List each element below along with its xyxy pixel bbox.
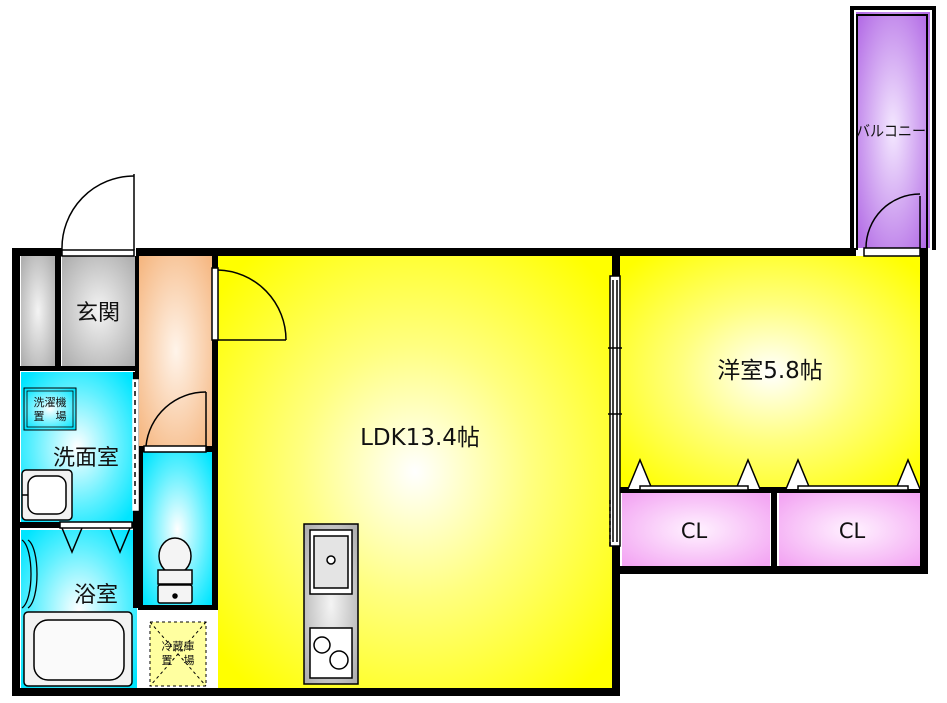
shoe-storage <box>21 256 55 366</box>
closet-2-label: CL <box>839 519 866 543</box>
bathroom-door <box>59 521 133 554</box>
closet-2-area <box>779 493 925 567</box>
entrance-area <box>62 256 136 366</box>
closet-doors <box>627 458 921 491</box>
fridge-space-label-2: 置 場 <box>162 654 195 667</box>
ldk-label: LDK13.4帖 <box>360 425 480 451</box>
walls <box>12 6 936 696</box>
sliding-door <box>608 275 622 547</box>
western-room-label: 洋室5.8帖 <box>717 358 823 384</box>
bathtub <box>23 611 133 687</box>
washroom-label: 洗面室 <box>53 446 119 471</box>
washroom-door <box>132 379 139 511</box>
hallway <box>138 256 214 446</box>
washer-space-label-1: 洗濯機 <box>34 395 67 409</box>
ldk-room <box>218 256 612 688</box>
balcony-area <box>856 12 930 248</box>
entrance-label: 玄関 <box>76 301 120 326</box>
fridge-space-label-1: 冷蔵庫 <box>162 639 195 653</box>
closet-1-label: CL <box>681 519 708 543</box>
balcony-label: バルコニー <box>856 122 926 140</box>
toilet <box>157 537 193 604</box>
washbasin <box>21 469 73 521</box>
ldk-door <box>211 267 287 341</box>
kitchen-counter <box>303 523 359 685</box>
bathroom-label: 浴室 <box>74 583 118 608</box>
bath-faucet <box>21 539 38 609</box>
fridge-space <box>149 621 207 687</box>
closet-1-area <box>622 493 770 567</box>
toilet-door <box>143 391 207 453</box>
washer-space-label-2: 置 場 <box>34 410 67 423</box>
washer-space <box>23 387 77 431</box>
western-room <box>618 256 924 489</box>
balcony-door <box>863 193 921 257</box>
front-door <box>61 174 135 257</box>
